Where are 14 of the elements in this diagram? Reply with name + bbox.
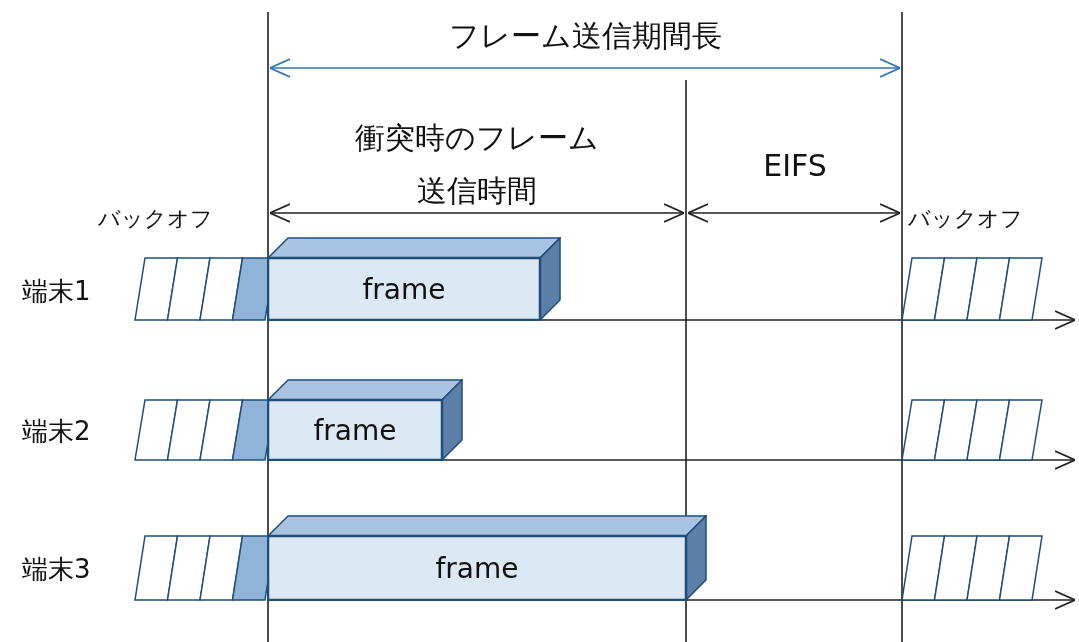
frame-label: frame bbox=[435, 551, 519, 585]
phase-label: バックオフ bbox=[908, 205, 1023, 233]
frame-block bbox=[267, 237, 561, 321]
dimension-label: フレーム送信期間長 bbox=[448, 17, 722, 55]
frame-label: frame bbox=[313, 413, 397, 447]
terminal-label: 端末2 bbox=[22, 415, 91, 448]
dimension-label: EIFS bbox=[763, 148, 827, 183]
frame-block bbox=[267, 379, 463, 461]
frame-block bbox=[267, 515, 707, 601]
terminal-label: 端末1 bbox=[22, 275, 91, 308]
terminal-label: 端末3 bbox=[22, 553, 91, 586]
phase-label: バックオフ bbox=[98, 205, 213, 233]
frame-label: frame bbox=[362, 272, 446, 306]
dimension-label: 衝突時のフレーム送信時間 bbox=[354, 119, 600, 210]
